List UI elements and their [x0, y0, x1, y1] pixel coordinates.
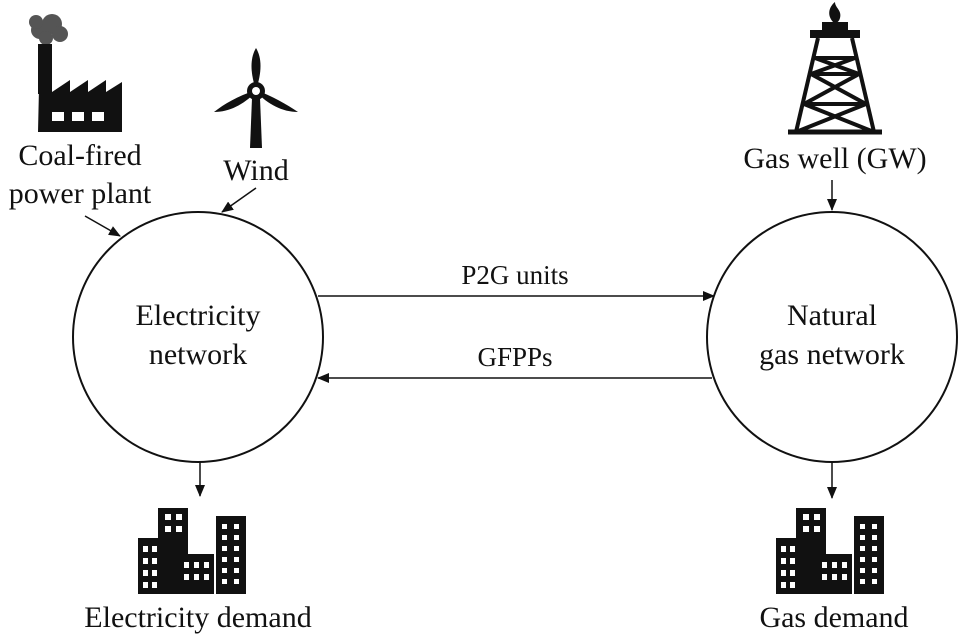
coal-to-electricity-arrow	[84, 215, 121, 237]
gas-well-label: Gas well (GW)	[743, 142, 926, 175]
p2g-label: P2G units	[461, 260, 568, 290]
coal-plant-label-line2: power plant	[9, 177, 152, 210]
electricity-network-node	[72, 211, 324, 463]
buildings-icon	[138, 508, 246, 594]
gas-well-icon	[788, 2, 882, 135]
wind-turbine-icon	[214, 48, 298, 148]
electricity-network-label-line2: network	[149, 338, 247, 371]
electricity-demand-label: Electricity demand	[84, 601, 311, 634]
wind-label: Wind	[223, 154, 288, 187]
gas-network-node	[706, 211, 958, 463]
gfpp-label: GFPPs	[477, 342, 552, 372]
gas-demand-label: Gas demand	[759, 601, 908, 634]
gas-network-label-line1: Natural	[787, 299, 877, 332]
factory-icon	[29, 14, 122, 132]
wind-to-electricity-arrow	[221, 187, 257, 213]
coal-plant-label-line1: Coal-fired	[18, 139, 141, 172]
gas-network-label-line2: gas network	[759, 338, 905, 371]
buildings-icon	[776, 508, 884, 594]
electricity-network-label-line1: Electricity	[136, 299, 261, 332]
